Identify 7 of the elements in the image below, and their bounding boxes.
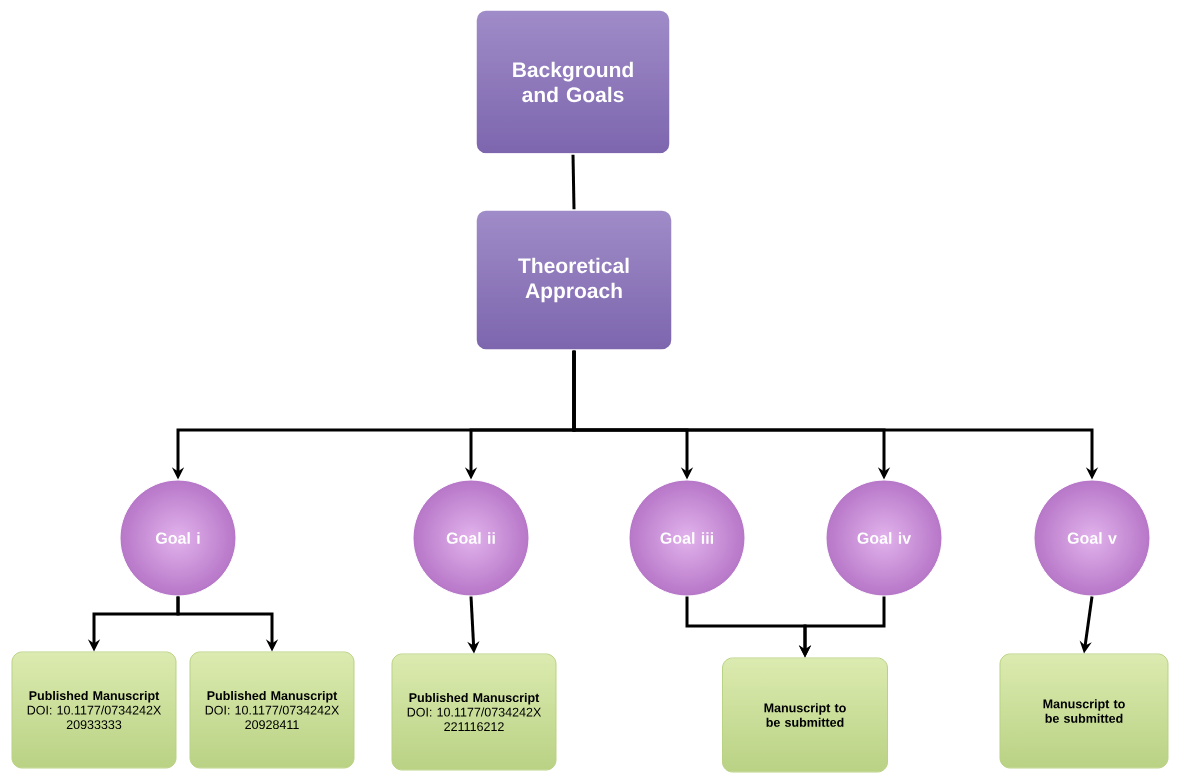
process-box: Theoretical Approach: [475, 209, 673, 351]
manuscript-box: Manuscript to be submitted: [999, 653, 1169, 769]
manuscript-box: Published Manuscript DOI: 10.1177/0734242X 221116212: [391, 653, 557, 771]
manuscript-box: Manuscript to be submitted: [722, 657, 888, 773]
manuscript-box: Published Manuscript DOI: 10.1177/0734242X 20928411: [189, 651, 355, 769]
manuscript-box: Published Manuscript DOI: 10.1177/0734242X 20933333: [11, 651, 177, 769]
process-box: Background and Goals: [475, 9, 671, 155]
